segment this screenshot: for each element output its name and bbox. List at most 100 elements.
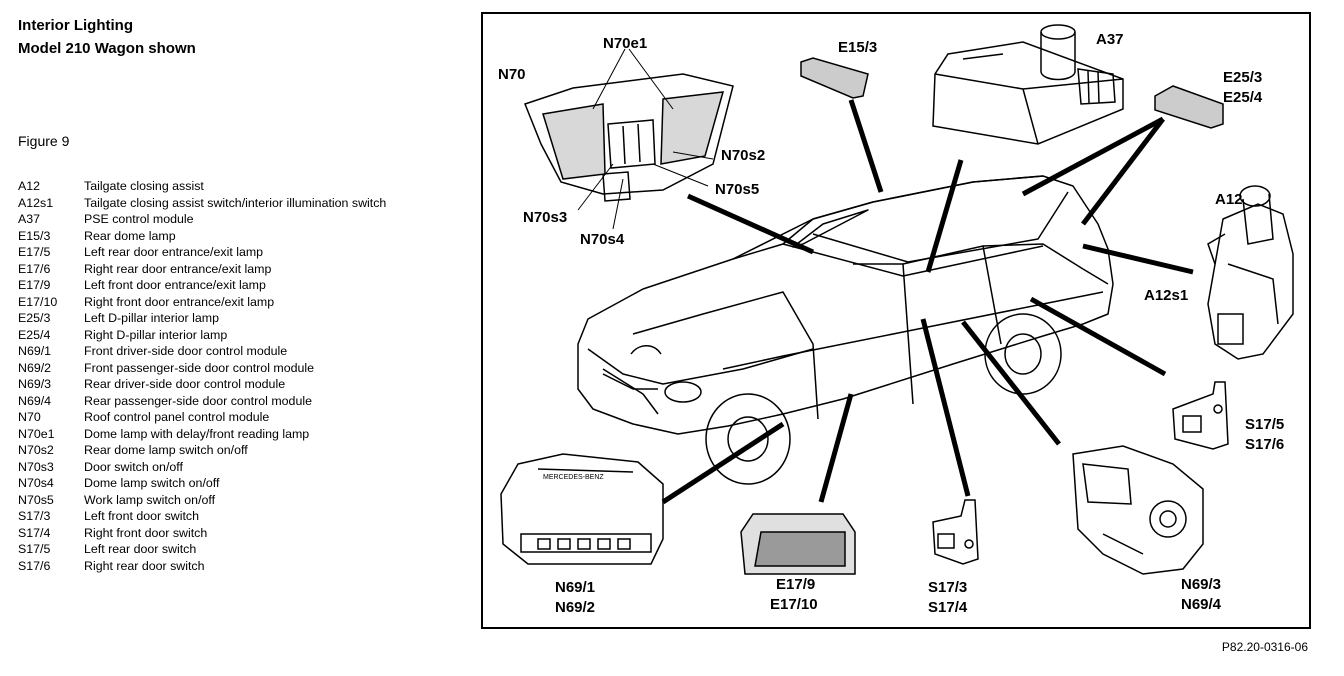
legend-code: N69/4 — [18, 393, 52, 408]
door-module-n69-1 — [500, 453, 664, 565]
legend-code: S17/6 — [18, 558, 51, 573]
legend-description: PSE control module — [84, 212, 194, 226]
legend-code: E17/5 — [18, 245, 51, 259]
label-e25-3: E25/3 — [1223, 69, 1262, 86]
legend-row: A37 PSE control module — [18, 211, 468, 228]
legend-code: S17/4 — [18, 525, 51, 540]
legend-row: E25/3 Left D-pillar interior lamp — [18, 310, 468, 327]
legend-code: E15/3 — [18, 228, 51, 243]
legend-code: N69/3 — [18, 377, 52, 391]
legend-code: N70 — [18, 410, 41, 424]
legend-row: S17/5 Left rear door switch — [18, 541, 468, 558]
legend-description: Left front door entrance/exit lamp — [84, 278, 266, 292]
door-switch-s17-5 — [1172, 381, 1229, 450]
door-switch-s17-3 — [932, 499, 979, 565]
pse-module-a37 — [932, 24, 1124, 145]
diagram-title: Interior Lighting — [18, 17, 133, 34]
wagon-car — [577, 175, 1114, 485]
label-a12: A12 — [1215, 191, 1243, 208]
legend-row: N70s5 Work lamp switch on/off — [18, 492, 468, 509]
label-n69-4: N69/4 — [1181, 596, 1222, 613]
legend-description: Rear driver-side door control module — [84, 377, 286, 391]
legend-row: N69/1 Front driver-side door control modu… — [18, 343, 468, 360]
legend-row: A12s1 Tailgate closing assist switch/inte… — [18, 195, 468, 212]
label-n70s5: N70s5 — [715, 181, 759, 198]
label-a12s1: A12s1 — [1144, 287, 1188, 304]
legend-description: Work lamp switch on/off — [84, 492, 216, 507]
reference-number: P82.20-0316-06 — [1221, 640, 1308, 654]
label-e15-3: E15/3 — [838, 39, 877, 56]
legend-code: N70e1 — [18, 426, 55, 441]
legend-description: Tailgate closing assist — [84, 179, 204, 193]
legend-description: Front passenger-side door control module — [84, 360, 315, 375]
entrance-lamp-e17 — [740, 513, 856, 575]
legend-code: A12s1 — [18, 195, 54, 210]
legend-description: Front driver-side door control module — [84, 344, 288, 358]
legend-description: Right front door entrance/exit lamp — [84, 294, 275, 309]
label-s17-6: S17/6 — [1245, 436, 1284, 453]
figure-number: Figure 9 — [18, 133, 70, 149]
legend-description: Tailgate closing assist switch/interior … — [84, 195, 387, 210]
legend-code: N70s4 — [18, 476, 54, 490]
legend-description: Rear passenger-side door control module — [84, 393, 312, 408]
label-n70s4: N70s4 — [580, 231, 625, 248]
d-pillar-lamp-e25 — [1154, 85, 1224, 129]
legend-description: Right D-pillar interior lamp — [84, 327, 228, 342]
legend-description: Rear dome lamp — [84, 228, 176, 243]
legend-code: N69/1 — [18, 344, 52, 358]
label-n69-1: N69/1 — [555, 579, 595, 596]
legend-code: E17/10 — [18, 294, 58, 309]
legend-row: N70s4 Dome lamp switch on/off — [18, 475, 468, 492]
label-n70: N70 — [498, 66, 526, 83]
label-n69-3: N69/3 — [1181, 576, 1221, 593]
leader-thin-n70e1 — [577, 48, 714, 230]
legend-code: A37 — [18, 212, 41, 226]
tailgate-assist-a12 — [1207, 185, 1294, 360]
label-n70s2: N70s2 — [721, 147, 765, 164]
label-s17-4: S17/4 — [928, 599, 968, 616]
roof-panel-n70 — [524, 73, 734, 202]
legend-description: Rear dome lamp switch on/off — [84, 443, 248, 457]
roof-panel-grille — [542, 91, 725, 180]
module-brand-label: MERCEDES-BENZ — [543, 474, 604, 481]
legend-row: E17/5 Left rear door entrance/exit lamp — [18, 244, 468, 261]
leader-lines — [661, 99, 1194, 505]
diagram-panel: MERCEDES-BENZ N70e1 N70 E15/3 A37 E25/3 … — [481, 12, 1311, 629]
legend-row: A12 Tailgate closing assist — [18, 178, 468, 195]
diagram-subtitle: Model 210 Wagon shown — [18, 40, 196, 57]
legend-description: Right rear door entrance/exit lamp — [84, 261, 272, 276]
legend-description: Dome lamp switch on/off — [84, 476, 220, 490]
legend-code: S17/5 — [18, 542, 51, 556]
legend-code: N69/2 — [18, 360, 52, 375]
legend-row: E17/10 Right front door entrance/exit lam… — [18, 294, 468, 311]
legend-description: Door switch on/off — [84, 459, 183, 474]
rear-dome-lamp-e15-3 — [800, 57, 869, 99]
label-s17-3: S17/3 — [928, 579, 967, 596]
legend-description: Left rear door entrance/exit lamp — [84, 245, 264, 259]
legend-description: Left rear door switch — [84, 542, 197, 556]
legend-code: N70s5 — [18, 492, 54, 507]
legend-row: N70e1 Dome lamp with delay/front reading … — [18, 426, 468, 443]
legend-description: Right front door switch — [84, 525, 208, 540]
label-e25-4: E25/4 — [1223, 89, 1263, 106]
legend-row: E25/4 Right D-pillar interior lamp — [18, 327, 468, 344]
legend-code: A12 — [18, 179, 41, 193]
label-s17-5: S17/5 — [1245, 416, 1284, 433]
legend-code: S17/3 — [18, 509, 51, 523]
label-a37: A37 — [1096, 31, 1124, 48]
label-n69-2: N69/2 — [555, 599, 595, 616]
legend-row: E15/3 Rear dome lamp — [18, 228, 468, 245]
legend-code: E25/3 — [18, 311, 51, 325]
label-e17-9: E17/9 — [776, 576, 815, 593]
legend-row: N69/2 Front passenger-side door control m… — [18, 360, 468, 377]
legend-description: Dome lamp with delay/front reading lamp — [84, 426, 310, 441]
legend-code: E25/4 — [18, 327, 51, 342]
legend-description: Left D-pillar interior lamp — [84, 311, 219, 325]
legend-row: N69/4 Rear passenger-side door control mo… — [18, 393, 468, 410]
